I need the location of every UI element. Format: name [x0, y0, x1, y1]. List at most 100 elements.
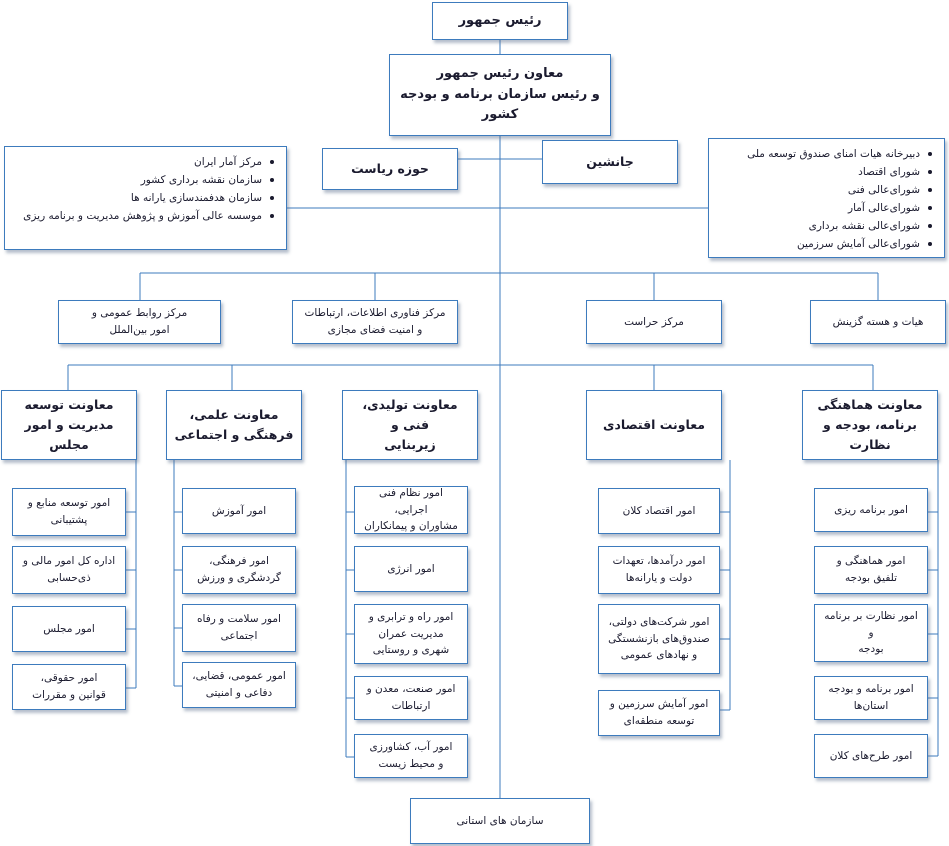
unit-label-line: امور هماهنگی و — [836, 555, 906, 568]
unit-box: امور مجلس — [12, 606, 126, 652]
deputy-title-line: معاونت علمی، — [189, 407, 279, 422]
president-label: رئیس جمهور — [458, 12, 542, 28]
deputy-scientific-box: معاونت علمی، فرهنگی و اجتماعی — [166, 390, 302, 460]
public-relations-center-box: مرکز روابط عمومی و امور بین‌الملل — [58, 300, 221, 344]
security-center-label: مرکز حراست — [624, 315, 684, 328]
unit-label-line: امور برنامه ریزی — [834, 503, 908, 516]
unit-label-line: صندوق‌های بازنشستگی — [608, 632, 710, 645]
presidency-office-label: حوزه ریاست — [351, 161, 429, 176]
unit-label-line: امور انرژی — [387, 562, 435, 575]
unit-label-line: امور شرکت‌های دولتی، — [608, 615, 710, 628]
unit-label-line: امور نظام فنی اجرایی، — [379, 486, 443, 516]
selection-board-box: هیات و هسته گزینش — [810, 300, 946, 344]
unit-box: امور صنعت، معدن و ارتباطات — [354, 676, 468, 720]
unit-label-line: توسعه منطقه‌ای — [623, 715, 695, 727]
provincial-organizations-label: سازمان های استانی — [456, 814, 544, 827]
vice-president-box: معاون رئیس جمهور و رئیس سازمان برنامه و … — [389, 54, 611, 136]
public-relations-line2: امور بین‌الملل — [109, 324, 170, 336]
it-center-line1: مرکز فناوری اطلاعات، ارتباطات — [304, 307, 446, 320]
unit-box: امور آب، کشاورزی و محیط زیست — [354, 734, 468, 778]
unit-label-line: امور آمایش سرزمین و — [609, 698, 709, 711]
unit-label-line: گردشگری و ورزش — [197, 572, 281, 584]
unit-label-line: امور فرهنگی، — [209, 555, 269, 568]
unit-label-line: امور مجلس — [43, 622, 95, 635]
unit-label-line: امور اقتصاد کلان — [622, 504, 696, 517]
unit-label-line: شهری و روستایی — [372, 644, 450, 657]
unit-label-line: استان‌ها — [853, 700, 889, 712]
deputy-title-line: زیربنایی — [384, 437, 436, 452]
unit-box: امور آموزش — [182, 488, 296, 534]
unit-label-line: پشتیبانی — [50, 514, 88, 526]
unit-label-line: امور آب، کشاورزی — [369, 741, 453, 754]
unit-box: امور طرح‌های کلان — [814, 734, 928, 778]
deputy-label: جانشین — [586, 154, 634, 169]
unit-box: امور شرکت‌های دولتی، صندوق‌های بازنشستگی و… — [598, 604, 720, 674]
unit-box: اداره کل امور مالی و ذی‌حسابی — [12, 546, 126, 594]
deputy-development-box: معاونت توسعه مدیریت و امور مجلس — [1, 390, 137, 460]
list-item: شورای‌عالی آمار — [717, 199, 932, 217]
public-relations-line1: مرکز روابط عمومی و — [91, 307, 188, 320]
list-item: دبیرخانه هیات امنای صندوق توسعه ملی — [717, 145, 932, 163]
unit-label-line: امور راه و ترابری و — [368, 610, 454, 623]
unit-box: امور عمومی، قضایی، دفاعی و امنیتی — [182, 662, 296, 708]
deputy-production-box: معاونت تولیدی، فنی و زیربنایی — [342, 390, 478, 460]
unit-box: امور فرهنگی، گردشگری و ورزش — [182, 546, 296, 594]
unit-label-line: اداره کل امور مالی و — [22, 555, 116, 568]
unit-label-line: دفاعی و امنیتی — [205, 687, 273, 699]
unit-label-line: امور درآمدها، تعهدات — [612, 555, 706, 568]
it-center-line2: و امنیت فضای مجازی — [327, 324, 423, 336]
list-item: سازمان نقشه برداری کشور — [13, 171, 274, 189]
list-item: شورای‌عالی نقشه برداری — [717, 217, 932, 235]
it-center-box: مرکز فناوری اطلاعات، ارتباطات و امنیت فض… — [292, 300, 458, 344]
list-item: سازمان هدفمندسازی یارانه ها — [13, 189, 274, 207]
unit-box: امور آمایش سرزمین و توسعه منطقه‌ای — [598, 690, 720, 736]
unit-box: امور حقوقی،قوانین و مقررات — [12, 664, 126, 710]
selection-board-label: هیات و هسته گزینش — [832, 315, 924, 328]
unit-label-line: امور صنعت، معدن و — [366, 683, 456, 696]
deputy-title-line: مدیریت و امور مجلس — [24, 417, 114, 452]
deputy-title-line: برنامه، بودجه و نظارت — [823, 417, 917, 452]
unit-label-line: و نهادهای عمومی — [620, 649, 698, 662]
vice-president-line1: معاون رئیس جمهور — [436, 65, 564, 81]
unit-label-line: امور سلامت و رفاه — [197, 613, 281, 626]
security-center-box: مرکز حراست — [586, 300, 722, 344]
president-box: رئیس جمهور — [432, 2, 568, 40]
deputy-coordination-box: معاونت هماهنگی برنامه، بودجه و نظارت — [802, 390, 938, 460]
unit-box: امور اقتصاد کلان — [598, 488, 720, 534]
unit-label-line: مدیریت عمران — [378, 627, 444, 640]
deputy-box: جانشین — [542, 140, 678, 184]
unit-label-line: ارتباطات — [391, 700, 431, 712]
unit-label-line: امور طرح‌های کلان — [829, 749, 913, 762]
list-item: شورای‌عالی فنی — [717, 181, 932, 199]
unit-label-line: امور برنامه و بودجه — [828, 683, 914, 696]
deputy-economic-box: معاونت اقتصادی — [586, 390, 722, 460]
list-item: مرکز آمار ایران — [13, 153, 274, 171]
vice-president-line2: و رئیس سازمان برنامه و بودجه کشور — [400, 86, 600, 123]
affiliated-organizations-list: مرکز آمار ایران سازمان نقشه برداری کشور … — [4, 146, 287, 250]
unit-label-line: و محیط زیست — [378, 758, 444, 770]
provincial-organizations-box: سازمان های استانی — [410, 798, 590, 844]
unit-box: امور انرژی — [354, 546, 468, 592]
unit-label-line: بودجه — [858, 643, 884, 656]
unit-box: امور نظام فنی اجرایی،مشاوران و پیمانکارا… — [354, 486, 468, 534]
unit-label-line: امور آموزش — [211, 504, 267, 517]
deputy-title-line: معاونت هماهنگی — [817, 397, 923, 412]
unit-label-line: ذی‌حسابی — [47, 572, 91, 584]
councils-list: دبیرخانه هیات امنای صندوق توسعه ملی شورا… — [708, 138, 945, 258]
unit-label-line: امور عمومی، قضایی، — [192, 670, 286, 683]
list-item: موسسه عالی آموزش و پژوهش مدیریت و برنامه… — [13, 207, 274, 225]
deputy-title-line: معاونت اقتصادی — [603, 417, 705, 432]
list-item: شورای‌عالی آمایش سرزمین — [717, 235, 932, 253]
unit-box: امور برنامه ریزی — [814, 488, 928, 532]
unit-label-line: قوانین و مقررات — [32, 689, 106, 701]
unit-box: امور برنامه و بودجه استان‌ها — [814, 676, 928, 720]
unit-box: امور راه و ترابری و مدیریت عمران شهری و رو… — [354, 604, 468, 664]
deputy-title-line: معاونت تولیدی، فنی و — [362, 397, 458, 432]
deputy-title-line: فرهنگی و اجتماعی — [174, 427, 294, 442]
